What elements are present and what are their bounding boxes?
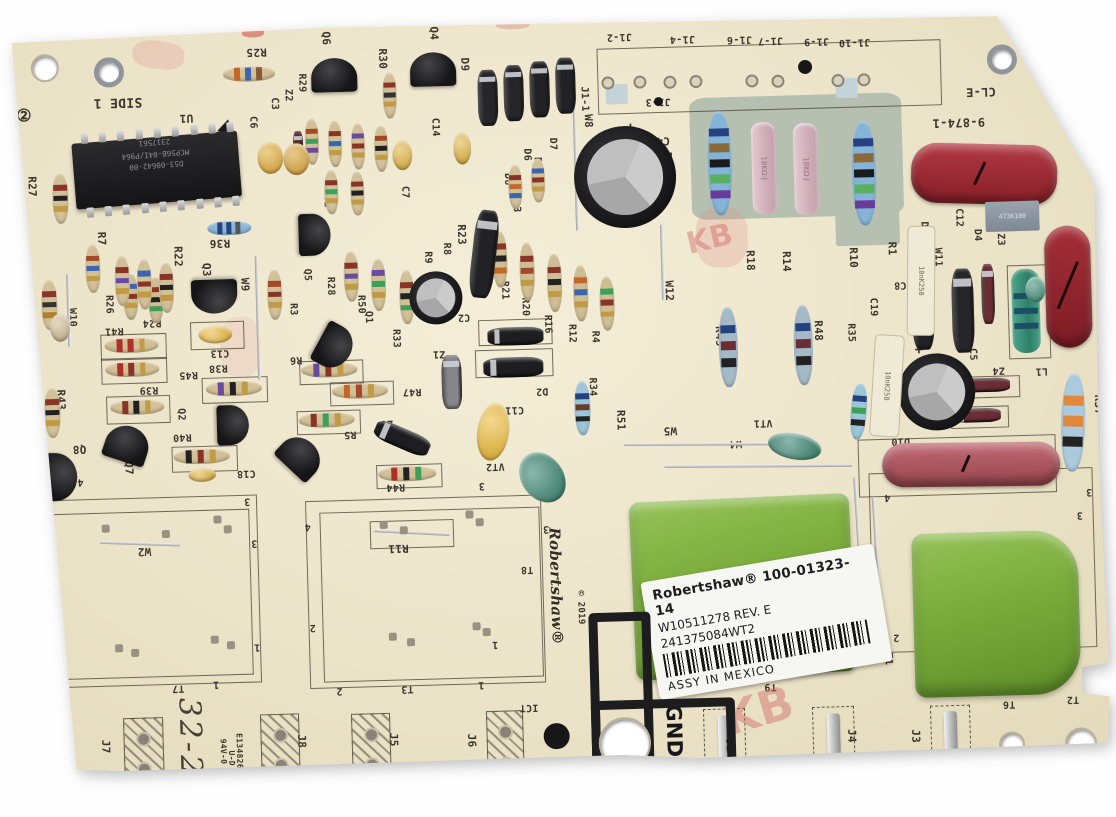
mount-holes-layer <box>4 1 1112 779</box>
photo-canvas: { "subject": "oven control circuit board… <box>0 0 1116 780</box>
mount-hole <box>999 731 1026 758</box>
mount-hole <box>30 54 59 83</box>
silkscreen-label: 2 <box>31 627 38 639</box>
silkscreen-label: R42 <box>18 284 32 306</box>
silkscreen-label: M1 <box>546 763 560 775</box>
plated-mount-hole <box>987 44 1018 75</box>
plated-mount-hole <box>94 57 125 88</box>
silkscreen-label: 4 <box>26 515 33 527</box>
board-dot <box>39 477 49 487</box>
mount-hole <box>598 717 651 770</box>
mount-hole <box>1065 727 1098 760</box>
silkscreen-label: 2 <box>52 689 60 701</box>
silkscreen-label: T4 <box>20 480 33 493</box>
surface-patch <box>1084 22 1110 41</box>
